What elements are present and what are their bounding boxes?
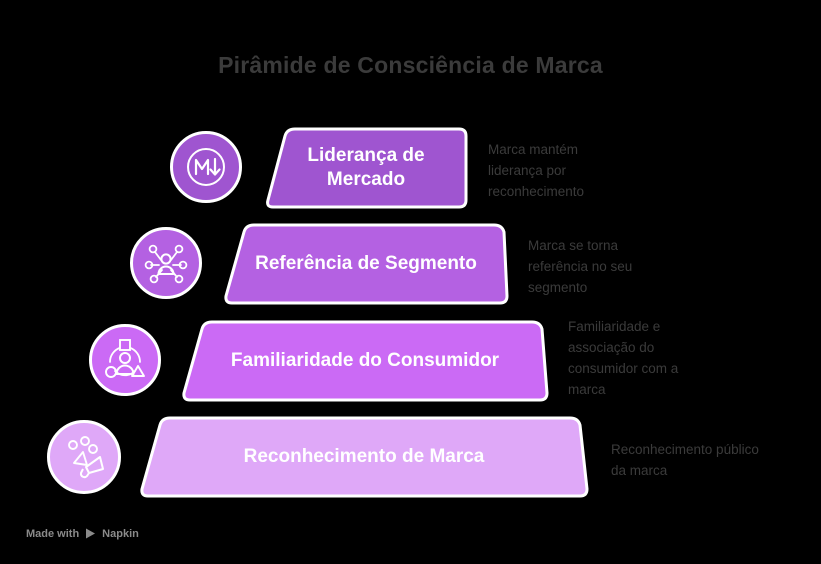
megaphone-icon-glyph — [68, 436, 104, 479]
pyramid-band-4-label: Reconhecimento de Marca — [243, 446, 485, 468]
pyramid-level-4[interactable]: Reconhecimento de Marca Reconhecimento p… — [0, 415, 821, 499]
consumer-shapes-icon-glyph — [105, 339, 145, 378]
pyramid-level-1-description: Marca mantém liderança por reconheciment… — [488, 142, 585, 199]
watermark-made-with-label: Made with — [26, 527, 80, 540]
pyramid-level-2[interactable]: Referência de Segmento Marca se torna re… — [0, 222, 821, 306]
pyramid-level-3-description: Familiaridade e associação do consumidor… — [568, 319, 679, 397]
page-title: Pirâmide de Consciência de Marca — [218, 52, 603, 78]
pyramid-band-3-shape — [182, 320, 549, 402]
pyramid-band-4-shape — [140, 416, 589, 498]
pyramid-band-1-label: Liderança de Mercado — [307, 145, 425, 190]
pyramid-band-2-label: Referência de Segmento — [255, 253, 477, 275]
pyramid-level-2-description: Marca se torna referência no seu segment… — [528, 238, 633, 295]
pyramid-level-4-description: Reconhecimento público da marca — [611, 442, 759, 478]
pyramid-level-3[interactable]: Familiaridade do Consumidor Familiaridad… — [0, 319, 821, 403]
megaphone-icon — [47, 420, 121, 494]
network-hub-icon-glyph — [144, 244, 188, 284]
market-leadership-icon-glyph — [187, 148, 225, 186]
napkin-watermark: Made with Napkin — [26, 527, 139, 540]
pyramid-band-2[interactable]: Referência de Segmento — [222, 222, 510, 306]
pyramid-band-1[interactable]: Liderança de Mercado — [263, 126, 469, 210]
napkin-play-logo-icon — [84, 527, 97, 540]
pyramid-level-1[interactable]: Liderança de Mercado Marca mantém lidera… — [0, 126, 821, 210]
market-leadership-icon — [170, 131, 242, 203]
pyramid-band-3-label: Familiaridade do Consumidor — [230, 350, 500, 372]
consumer-shapes-icon — [89, 324, 161, 396]
pyramid-band-2-shape — [224, 223, 509, 305]
pyramid-band-1-shape — [266, 127, 468, 209]
watermark-brand-label: Napkin — [102, 527, 139, 540]
napkin-play-logo-glyph — [86, 528, 96, 539]
pyramid-band-3[interactable]: Familiaridade do Consumidor — [180, 319, 550, 403]
pyramid-band-4[interactable]: Reconhecimento de Marca — [138, 415, 590, 499]
network-hub-icon — [130, 227, 202, 299]
